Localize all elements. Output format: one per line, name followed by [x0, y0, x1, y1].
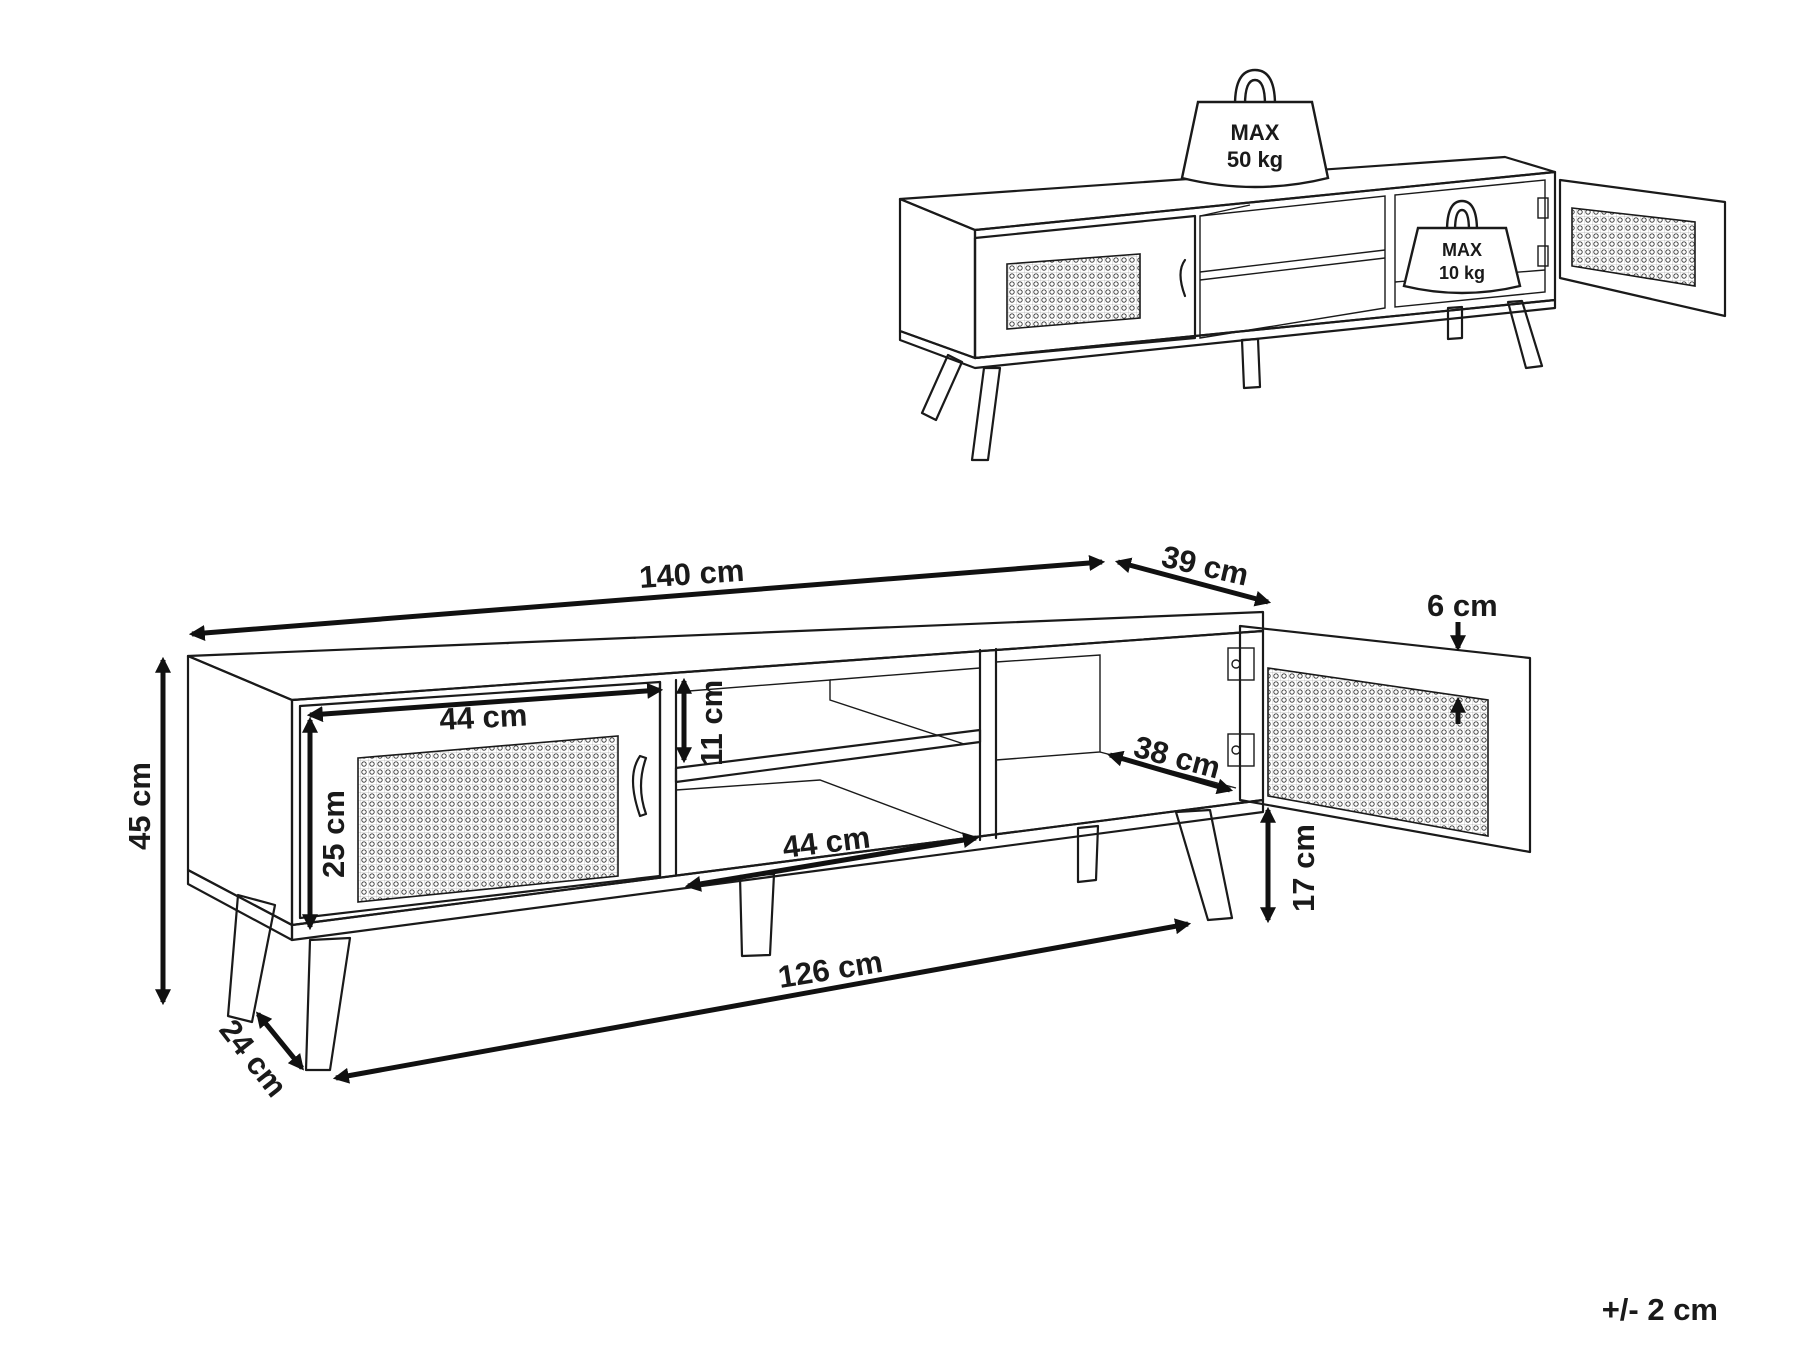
tolerance-note: +/- 2 cm: [1602, 1292, 1718, 1327]
shelf-gap-label: 11 cm: [694, 680, 729, 766]
weight-icon-shelf: MAX 10 kg: [1402, 199, 1522, 295]
leg-height-label: 17 cm: [1286, 824, 1321, 912]
door-thickness-label: 6 cm: [1427, 588, 1498, 623]
max-50-line2: 50 kg: [1227, 147, 1283, 172]
small-cabinet-view: [898, 155, 1727, 462]
weight-icon-top: MAX 50 kg: [1180, 68, 1330, 189]
max-10-line1: MAX: [1442, 240, 1482, 260]
max-50-line1: MAX: [1231, 120, 1280, 145]
max-10-line2: 10 kg: [1439, 263, 1485, 283]
height-label: 45 cm: [122, 762, 157, 850]
dimension-lines: [154, 555, 1467, 1084]
width-label: 140 cm: [638, 553, 745, 595]
door-width-label: 44 cm: [439, 697, 529, 737]
leg-depth-label: 24 cm: [212, 1013, 294, 1104]
hinge-icon: [1227, 647, 1255, 767]
door-height-label: 25 cm: [316, 790, 351, 878]
